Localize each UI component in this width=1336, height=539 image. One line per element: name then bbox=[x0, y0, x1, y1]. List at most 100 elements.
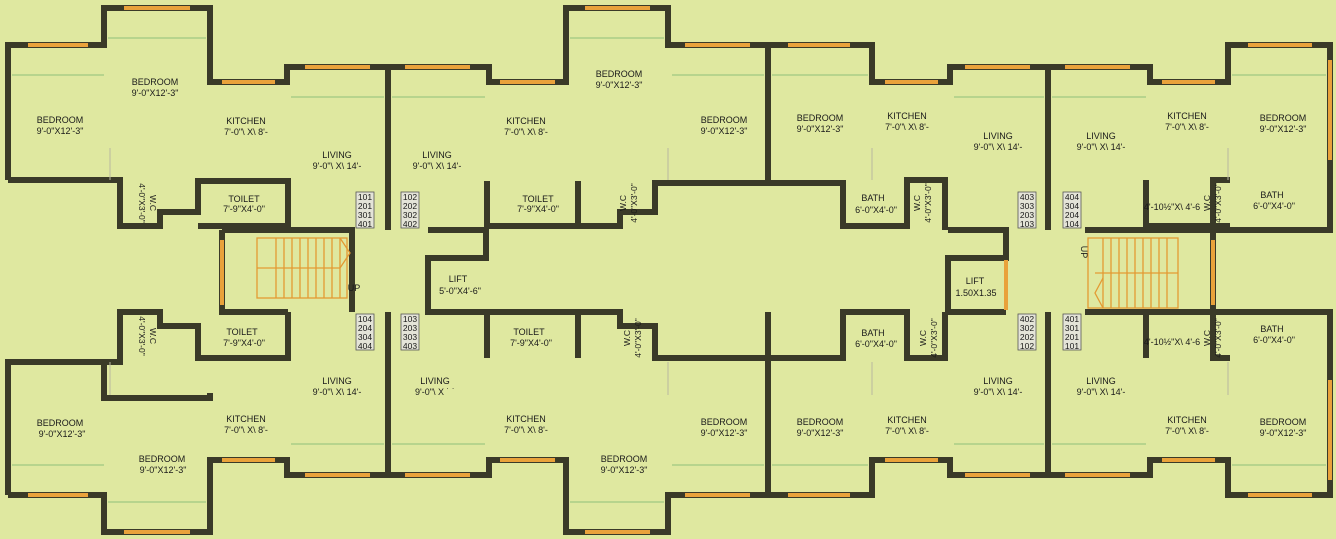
room-name: TOILET bbox=[522, 194, 554, 204]
svg-text:201: 201 bbox=[1065, 332, 1079, 342]
room-name: KITCHEN bbox=[887, 415, 927, 425]
svg-text:304: 304 bbox=[1065, 201, 1079, 211]
windows bbox=[28, 6, 1332, 534]
wc-name: W.C bbox=[918, 330, 928, 346]
room-name: BEDROOM bbox=[701, 115, 748, 125]
room-name: LIVING bbox=[1086, 376, 1116, 386]
svg-text:104: 104 bbox=[358, 314, 372, 324]
flat-number-box: 102 202 302 402 bbox=[400, 191, 420, 229]
svg-text:201: 201 bbox=[358, 201, 372, 211]
svg-text:301: 301 bbox=[1065, 323, 1079, 333]
room-size: 7'-0"\ X\ 8'- bbox=[1165, 122, 1209, 132]
room-name: BEDROOM bbox=[797, 417, 844, 427]
svg-text:102: 102 bbox=[403, 192, 417, 202]
room-size: 9'-0"X12'-3" bbox=[701, 428, 748, 438]
svg-text:404: 404 bbox=[358, 341, 372, 351]
room-name: KITCHEN bbox=[226, 116, 266, 126]
wc-label: 4'-0"X3'-0" bbox=[923, 183, 933, 223]
room-name: BEDROOM bbox=[1260, 417, 1307, 427]
svg-text:303: 303 bbox=[1020, 201, 1034, 211]
room-size: 9'-0"\ X\ 14'- bbox=[1077, 142, 1126, 152]
room-size: 9'-0"X12'-3" bbox=[797, 428, 844, 438]
wc-label: 4'-0"X3'-0" bbox=[629, 183, 639, 223]
room-name: BEDROOM bbox=[37, 418, 84, 428]
room-name: BEDROOM bbox=[132, 77, 179, 87]
svg-text:403: 403 bbox=[1020, 192, 1034, 202]
svg-text:304: 304 bbox=[358, 332, 372, 342]
wc-label: 4'-0"X3'-0" bbox=[633, 318, 643, 358]
room-size: 6'-0"X4'-0" bbox=[1253, 201, 1295, 211]
room-name: KITCHEN bbox=[887, 111, 927, 121]
svg-text:202: 202 bbox=[1020, 332, 1034, 342]
room-size: 7'-0"\ X\ 8'- bbox=[504, 425, 548, 435]
room-size: 9'-0"X12'-3" bbox=[140, 465, 187, 475]
room-size: 9'-0"\ X\ 14'- bbox=[1077, 387, 1126, 397]
flat-number-box: 103 203 303 403 bbox=[400, 313, 420, 351]
room-size: 7'-9"X4'-0" bbox=[510, 338, 552, 348]
room-size: 9'-0"X12'-3" bbox=[701, 126, 748, 136]
lift-size: 5'-0"X4'-6" bbox=[439, 286, 481, 296]
flat-number-box: 404 304 204 104 bbox=[1062, 191, 1082, 229]
flat-number-box: 402 302 202 102 bbox=[1017, 313, 1037, 351]
room-size: 9'-0"X12'-3" bbox=[596, 80, 643, 90]
wc-label: 4'-0"X3'-0" bbox=[137, 183, 147, 223]
svg-text:402: 402 bbox=[1020, 314, 1034, 324]
room-size: 4'-10½"X\ 4'-6 bbox=[1144, 202, 1200, 212]
room-size: 7'-9"X4'-0" bbox=[517, 204, 559, 214]
room-name: TOILET bbox=[228, 194, 260, 204]
room-name: BEDROOM bbox=[701, 417, 748, 427]
svg-text:402: 402 bbox=[403, 219, 417, 229]
svg-text:401: 401 bbox=[358, 219, 372, 229]
room-name: KITCHEN bbox=[1167, 415, 1207, 425]
room-name: BEDROOM bbox=[1260, 113, 1307, 123]
stair-up-label: UP bbox=[1079, 246, 1089, 259]
wc-name: W.C bbox=[1202, 195, 1212, 211]
svg-text:403: 403 bbox=[403, 341, 417, 351]
room-size: 7'-0"\ X\ 8'- bbox=[885, 426, 929, 436]
svg-text:101: 101 bbox=[358, 192, 372, 202]
room-size: 6'-0"X4'-0" bbox=[855, 339, 897, 349]
svg-text:303: 303 bbox=[403, 332, 417, 342]
room-size: 9'-0"\ X\ 14'- bbox=[313, 161, 362, 171]
room-size: 9'-0"X12'-3" bbox=[601, 465, 648, 475]
room-size: 9'-0"\ X ˙ ˙ bbox=[415, 387, 455, 397]
svg-text:203: 203 bbox=[1020, 210, 1034, 220]
wc-name: W.C bbox=[148, 328, 158, 344]
stair-up-label: UP bbox=[348, 283, 361, 293]
room-size: 4'-10½"X\ 4'-6 bbox=[1144, 337, 1200, 347]
stair-right bbox=[1087, 237, 1179, 309]
room-size: 9'-0"X12'-3" bbox=[1260, 124, 1307, 134]
room-name: BEDROOM bbox=[37, 115, 84, 125]
room-size: 7'-0"\ X\ 8'- bbox=[224, 127, 268, 137]
lift-name: LIFT bbox=[966, 276, 985, 286]
room-size: 9'-0"X12'-3" bbox=[1260, 428, 1307, 438]
room-name: LIVING bbox=[422, 150, 452, 160]
room-name: LIVING bbox=[420, 376, 450, 386]
flat-number-box: 101 201 301 401 bbox=[355, 191, 375, 229]
room-name: BATH bbox=[1260, 190, 1283, 200]
wc-name: W.C bbox=[1202, 330, 1212, 346]
room-size: 9'-0"\ X\ 14'- bbox=[974, 142, 1023, 152]
svg-text:401: 401 bbox=[1065, 314, 1079, 324]
svg-text:204: 204 bbox=[358, 323, 372, 333]
wc-label: 4'-0"X3'-0" bbox=[1213, 318, 1223, 358]
wc-label: 4'-0"X3'-0" bbox=[137, 316, 147, 356]
svg-text:301: 301 bbox=[358, 210, 372, 220]
room-size: 9'-0"X12'-3" bbox=[39, 429, 86, 439]
room-name: LIVING bbox=[983, 131, 1013, 141]
room-name: BEDROOM bbox=[596, 69, 643, 79]
room-name: TOILET bbox=[513, 327, 545, 337]
room-size: 7'-0"\ X\ 8'- bbox=[224, 425, 268, 435]
wc-name: W.C bbox=[622, 330, 632, 346]
wc-label: 4'-0"X3'-0" bbox=[1213, 183, 1223, 223]
svg-text:104: 104 bbox=[1065, 219, 1079, 229]
room-size: 9'-0"X12'-3" bbox=[797, 124, 844, 134]
svg-text:103: 103 bbox=[1020, 219, 1034, 229]
room-name: BEDROOM bbox=[797, 113, 844, 123]
svg-text:103: 103 bbox=[403, 314, 417, 324]
room-size: 9'-0"\ X\ 14'- bbox=[413, 161, 462, 171]
room-name: BATH bbox=[1260, 324, 1283, 334]
room-size: 7'-9"X4'-0" bbox=[223, 338, 265, 348]
interior-lines bbox=[12, 37, 1326, 503]
